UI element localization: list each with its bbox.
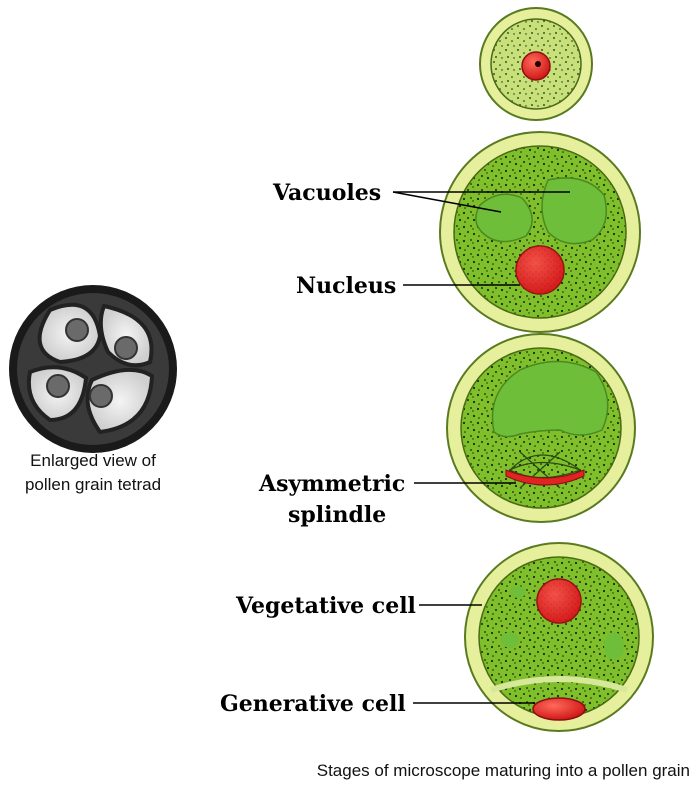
- label-nucleus: Nucleus: [296, 273, 396, 299]
- label-spindle: splindle: [288, 502, 386, 528]
- label-vegetative-cell: Vegetative cell: [235, 593, 416, 619]
- pollen-tetrad-image: [9, 285, 177, 453]
- vacuole-right: [541, 177, 607, 245]
- spindle-chromosomes: [505, 469, 585, 486]
- generative-nucleus: [532, 697, 586, 721]
- stage1-microspore: [479, 7, 593, 121]
- stage4-mature-pollen: [464, 542, 654, 732]
- tetrad-caption-line1: Enlarged view of: [30, 451, 156, 470]
- figure-caption: Stages of microscope maturing into a pol…: [317, 761, 690, 780]
- stage3-spindle: [446, 333, 636, 523]
- large-vacuole: [491, 360, 609, 438]
- label-vacuoles: Vacuoles: [272, 180, 381, 206]
- label-generative-cell: Generative cell: [220, 691, 406, 717]
- generative-cell-wall: [490, 676, 628, 693]
- vacuole-left: [475, 193, 533, 243]
- label-asymmetric: Asymmetric: [258, 471, 405, 497]
- pointer-lines: [392, 191, 570, 704]
- stage2-vacuolated: [439, 131, 641, 333]
- tetrad-caption-line2: pollen grain tetrad: [25, 475, 161, 494]
